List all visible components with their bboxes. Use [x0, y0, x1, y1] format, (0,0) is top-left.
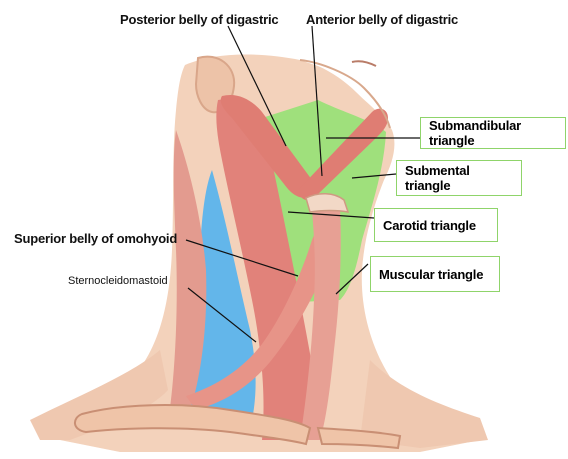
- label-submental-triangle: Submental triangle: [405, 163, 513, 193]
- label-submandibular-triangle: Submandibular triangle: [429, 118, 557, 148]
- label-superior-omohyoid: Superior belly of omohyoid: [14, 232, 177, 245]
- box-carotid-triangle: Carotid triangle: [374, 208, 498, 242]
- label-carotid-triangle: Carotid triangle: [383, 218, 476, 233]
- box-muscular-triangle: Muscular triangle: [370, 256, 500, 292]
- label-posterior-digastric: Posterior belly of digastric: [120, 13, 278, 26]
- box-submental-triangle: Submental triangle: [396, 160, 522, 196]
- box-submandibular-triangle: Submandibular triangle: [420, 117, 566, 149]
- label-sternocleidomastoid: Sternocleidomastoid: [68, 276, 168, 287]
- label-anterior-digastric: Anterior belly of digastric: [306, 13, 458, 26]
- mouth-line: [352, 61, 376, 66]
- label-muscular-triangle: Muscular triangle: [379, 267, 483, 282]
